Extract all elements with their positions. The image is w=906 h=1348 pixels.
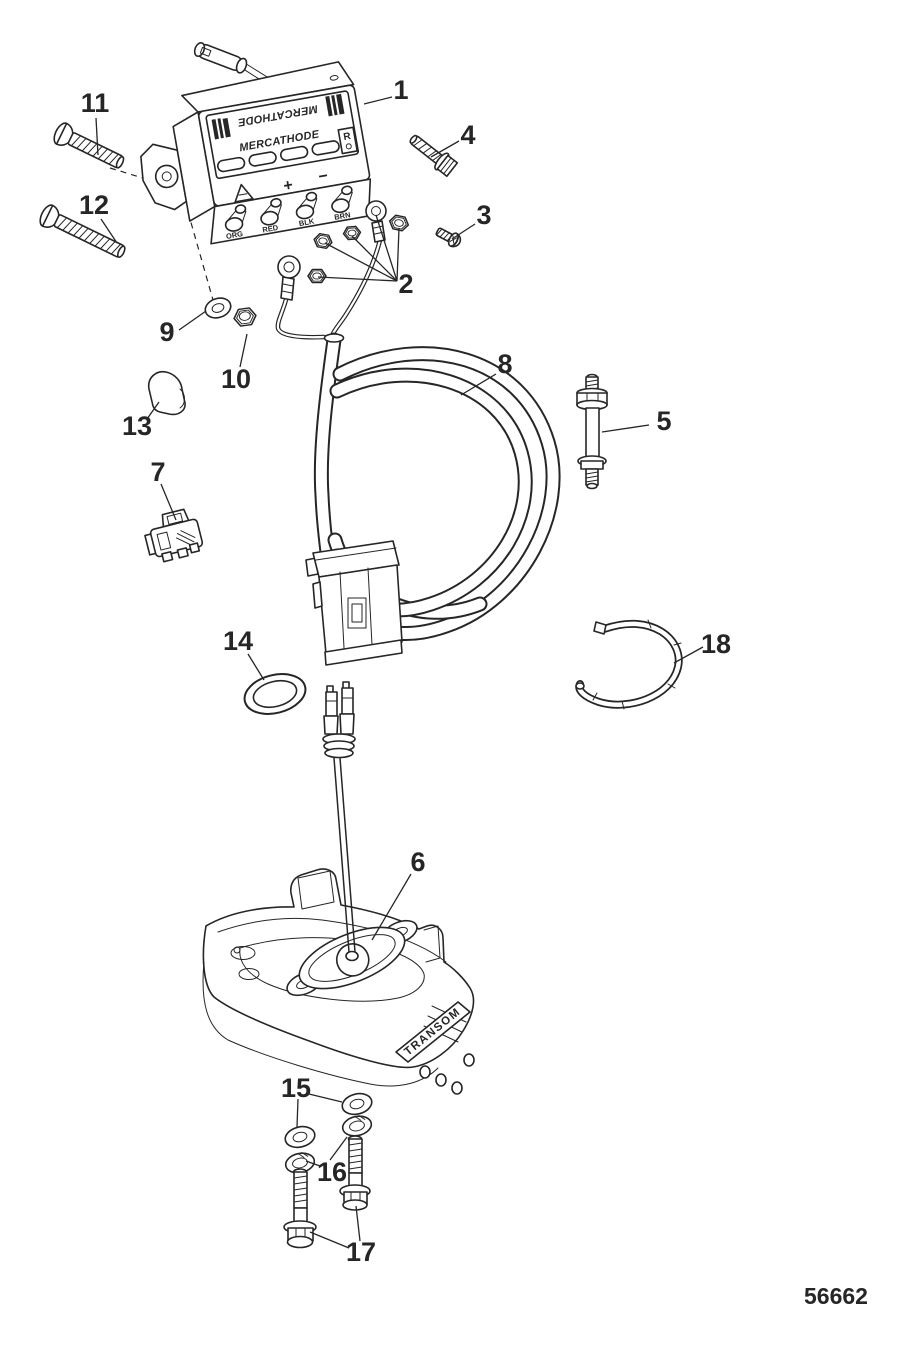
part-callout-9: 9 xyxy=(159,317,174,347)
leader-line-13 xyxy=(146,401,160,420)
r-marking: R xyxy=(343,131,353,143)
part-callout-17: 17 xyxy=(346,1237,376,1267)
plus-marking: + xyxy=(282,177,294,195)
part-callout-13: 13 xyxy=(122,411,152,441)
leader-line-7 xyxy=(160,483,177,521)
part-callout-7: 7 xyxy=(150,457,165,487)
part-callout-15: 15 xyxy=(281,1073,311,1103)
leader-line-15 xyxy=(296,1098,299,1128)
leader-line-2 xyxy=(351,235,398,282)
part-callout-3: 3 xyxy=(476,200,491,230)
screw-4 xyxy=(409,134,459,178)
part-callout-18: 18 xyxy=(701,629,731,659)
leader-line-10 xyxy=(239,333,248,368)
part-callout-10: 10 xyxy=(221,364,251,394)
part-callout-6: 6 xyxy=(410,847,425,877)
electrode-rod xyxy=(333,757,359,962)
leader-line-2 xyxy=(324,242,398,282)
leader-line-16 xyxy=(305,1160,321,1167)
part-callout-8: 8 xyxy=(497,349,512,379)
leader-line-17 xyxy=(355,1205,361,1242)
controller-module: MERCATHODE MERCATHODE R + − xyxy=(140,61,372,245)
leader-line-11 xyxy=(95,117,99,156)
terminal-label-brn: BRN xyxy=(334,210,352,222)
hex-bolts-17 xyxy=(283,1135,371,1249)
leader-line-2 xyxy=(396,227,400,282)
screw-3 xyxy=(435,227,462,248)
diagram-number: 56662 xyxy=(804,1283,868,1309)
electrode-plug xyxy=(322,681,356,759)
leader-line-3 xyxy=(451,223,476,240)
leader-line-4 xyxy=(430,140,460,158)
bracket-feet xyxy=(419,1053,475,1095)
minus-marking: − xyxy=(317,168,329,186)
part-callout-11: 11 xyxy=(81,88,110,118)
part-callout-12: 12 xyxy=(79,190,109,220)
locknut-10 xyxy=(233,307,257,327)
part-callout-16: 16 xyxy=(317,1157,347,1187)
ring-terminal xyxy=(365,200,387,243)
flat-washers-15 xyxy=(284,1092,373,1149)
terminal-label-red: RED xyxy=(262,223,280,235)
leader-line-1 xyxy=(363,96,393,105)
stud-5 xyxy=(576,373,608,490)
terminal-label-org: ORG xyxy=(225,229,244,241)
leader-line-2 xyxy=(375,214,398,282)
leader-line-16 xyxy=(329,1136,348,1161)
part-callout-1: 1 xyxy=(393,75,408,105)
part-callout-14: 14 xyxy=(223,626,253,656)
part-callout-2: 2 xyxy=(398,269,413,299)
part-callout-4: 4 xyxy=(460,120,475,150)
nut-washer-set-2 xyxy=(277,200,410,301)
mounting-bolt-11 xyxy=(53,122,125,169)
part-callout-5: 5 xyxy=(656,406,671,436)
leader-line-17 xyxy=(309,1231,350,1249)
mounting-bolt-12 xyxy=(39,204,126,259)
label-slots xyxy=(216,140,340,173)
cable-connector-housing xyxy=(305,540,403,666)
leader-line-5 xyxy=(601,424,650,433)
o-ring-14 xyxy=(243,673,307,715)
lock-washers-16 xyxy=(284,1114,373,1174)
leader-line-8 xyxy=(460,373,497,396)
terminal-label-blk: BLK xyxy=(298,216,315,228)
leader-line-6 xyxy=(371,873,412,941)
retaining-clip-18 xyxy=(575,619,683,710)
leader-line-15 xyxy=(308,1093,343,1103)
harness-wires xyxy=(275,237,383,340)
ring-terminal xyxy=(277,255,301,301)
terminal-posts xyxy=(224,185,353,232)
anode-bracket-6: TRANSOM xyxy=(202,868,475,1095)
connector-7 xyxy=(144,508,204,563)
label-barcode-bars xyxy=(211,93,345,140)
leader-line-9 xyxy=(178,310,207,331)
leader-line-12 xyxy=(100,218,118,244)
washer-9 xyxy=(204,297,232,319)
leader-line-2 xyxy=(317,276,398,282)
leader-line-18 xyxy=(673,646,704,664)
leader-line-14 xyxy=(247,653,265,681)
